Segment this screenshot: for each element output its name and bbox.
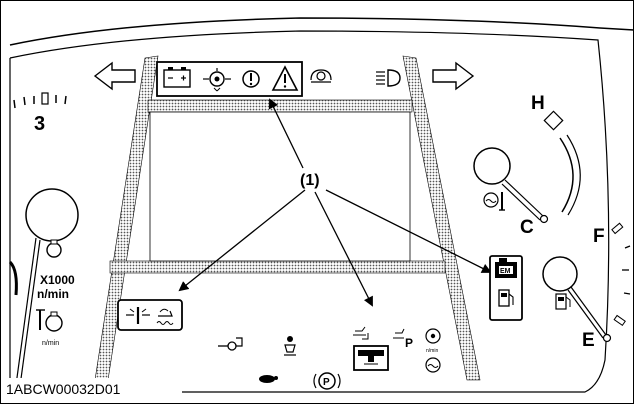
engine-icon bbox=[46, 239, 62, 258]
lcd-screen bbox=[149, 111, 411, 262]
display-frame bbox=[94, 55, 481, 381]
coolant-temperature-icon bbox=[483, 192, 505, 211]
parking-brake-icon: P bbox=[313, 372, 341, 390]
tachometer-unit-line1: X1000 bbox=[40, 273, 75, 287]
hot-zone-marker bbox=[543, 110, 564, 131]
fuel-scale-ticks bbox=[622, 245, 631, 295]
tachometer-scale-ticks bbox=[13, 92, 67, 109]
svg-text:P: P bbox=[405, 336, 413, 350]
battery-charge-icon bbox=[163, 67, 191, 88]
temperature-needle bbox=[501, 179, 549, 224]
oil-pressure-icon bbox=[203, 68, 231, 92]
temperature-cold-label: C bbox=[520, 217, 534, 238]
fuel-pump-icon bbox=[555, 293, 571, 310]
operator-presence-icon bbox=[284, 336, 296, 356]
engine-warning-icon bbox=[242, 70, 260, 88]
turtle-slow-icon bbox=[259, 375, 278, 383]
callout-label: (1) bbox=[300, 172, 320, 189]
lower-icon-row: P P n/min bbox=[218, 326, 441, 390]
callout-leader-lines bbox=[178, 98, 492, 307]
warning-lamp-group bbox=[156, 61, 303, 97]
temperature-arc bbox=[559, 137, 574, 213]
oil-level-icon: n/min bbox=[425, 328, 441, 354]
hydraulic-flow-icon bbox=[353, 326, 369, 340]
glow-plug-icon bbox=[310, 69, 332, 83]
tachometer-needle bbox=[15, 237, 41, 387]
master-warning-icon bbox=[271, 65, 299, 91]
temperature-needle-hub bbox=[473, 147, 511, 185]
svg-text:EM: EM bbox=[500, 268, 511, 275]
tachometer-gauge: 3 X1000 n/min n/min bbox=[8, 92, 79, 387]
left-turn-arrow-icon bbox=[93, 61, 136, 91]
svg-text:P: P bbox=[323, 377, 330, 388]
temperature-hot-label: H bbox=[531, 93, 545, 114]
fuel-full-label: F bbox=[593, 226, 605, 247]
fuel-needle-hub bbox=[542, 256, 578, 292]
tachometer-scale-number: 3 bbox=[34, 113, 45, 135]
right-turn-arrow-icon bbox=[432, 61, 475, 91]
figure-id-background bbox=[4, 378, 182, 400]
fuel-empty-label: E bbox=[582, 330, 595, 351]
figure-id: 1ABCW00032D01 bbox=[6, 381, 121, 397]
tachometer-unit-line2: n/min bbox=[37, 287, 69, 301]
fuel-filter-p-icon: P bbox=[393, 328, 413, 350]
engine-speed-icon bbox=[36, 309, 63, 332]
hydraulic-filter-box-icon bbox=[353, 345, 389, 371]
air-filter-icon bbox=[156, 308, 174, 325]
oil-unit-label: n/min bbox=[426, 348, 438, 354]
tachometer-needle-hub bbox=[25, 188, 79, 242]
lower-left-indicator-group bbox=[117, 299, 183, 331]
tachometer-small-unit: n/min bbox=[42, 340, 59, 347]
right-indicator-group: EM bbox=[489, 255, 523, 321]
engine-em-icon: EM bbox=[495, 258, 517, 278]
glow-heater-icon bbox=[126, 307, 150, 324]
coolant-warning-icon bbox=[425, 357, 441, 373]
coolant-temperature-gauge: H C bbox=[473, 93, 581, 238]
headlight-icon bbox=[376, 69, 401, 87]
fuel-gauge: F E bbox=[542, 222, 631, 351]
fuel-needle bbox=[567, 286, 612, 343]
tractor-implement-icon bbox=[218, 337, 243, 351]
fuel-level-icon bbox=[498, 289, 514, 307]
